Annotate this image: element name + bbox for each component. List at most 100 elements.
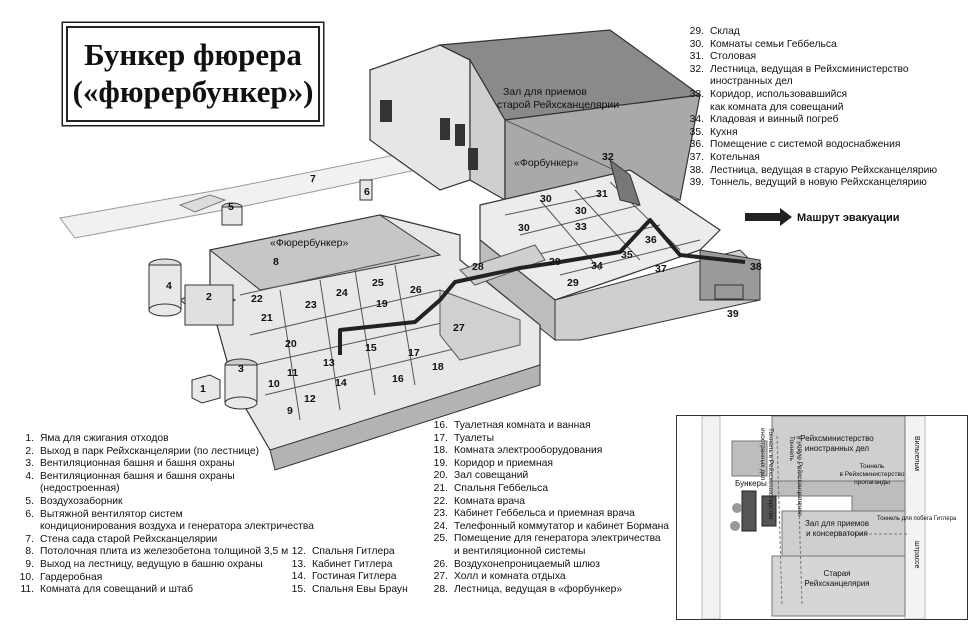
map-bunkers: Бункеры <box>735 479 767 488</box>
legend-number: 24. <box>433 520 448 532</box>
legend-item: 30.Комнаты семьи Геббельса <box>680 39 937 52</box>
room-number: 36 <box>645 234 657 246</box>
room-number: 7 <box>310 173 316 185</box>
legend-text: Кабинет Геббельса и приемная врача <box>454 508 635 520</box>
legend-number: 39. <box>689 177 704 189</box>
legend-text: Лестница, ведущая в старую Рейхсканцеляр… <box>710 164 938 176</box>
title-line2: («фюрербункер») <box>72 74 314 109</box>
room-number: 21 <box>261 312 273 324</box>
legend-number: 15. <box>291 583 306 595</box>
room-number: 10 <box>268 378 280 390</box>
legend-number: 16. <box>433 420 448 431</box>
evacuation-label: Машрут эвакуации <box>797 212 900 224</box>
room-number: 33 <box>575 221 587 233</box>
legend-item: 20.Зал совещаний <box>424 470 669 483</box>
map-tunnel-prop-1: Тоннель <box>860 463 885 470</box>
legend-item: 37. Котельная <box>680 152 937 165</box>
legend-number: 38. <box>689 164 704 176</box>
map-tunnel-hitler: Тоннель для побега Гитлера <box>877 516 957 522</box>
room-number: 1 <box>200 383 206 395</box>
legend-text: Помещение с системой водоснабжения <box>710 139 901 151</box>
room-number: 15 <box>365 342 377 354</box>
legend-number: 12. <box>291 546 306 557</box>
legend-text: Стена сада старой Рейхсканцелярии <box>40 533 218 545</box>
legend-text: Коридор и приемная <box>454 457 553 469</box>
legend-number: 14. <box>291 571 306 583</box>
map-tunnel-prop-3: пропаганды <box>854 479 890 486</box>
legend-text: Потолочная плита из железобетона толщино… <box>40 546 289 558</box>
legend-number: 4. <box>25 470 34 482</box>
fuhrerbunker-label: «Фюрербункер» <box>270 237 348 249</box>
legend-item: 24.Телефонный коммутатор и кабинет Борма… <box>424 521 669 534</box>
tunnel-39 <box>714 284 744 300</box>
legend-item: 29.Склад <box>680 26 937 39</box>
site-map: Рейхсминистерство иностранных дел Тоннел… <box>676 415 968 620</box>
legend-text: Котельная <box>710 151 760 163</box>
vorbunker-label: «Форбункер» <box>514 157 579 169</box>
map-tunnel-prop-2: в Рейхсминистерство <box>840 470 905 478</box>
legend-item: 12.Спальня Гитлера <box>282 546 408 559</box>
legend-item: 34.Кладовая и винный погреб <box>680 114 937 127</box>
legend-number: 7. <box>25 533 34 545</box>
legend-number: 8. <box>25 546 34 558</box>
legend-number: 21. <box>433 482 448 494</box>
title-box: Бункер фюрера («фюрербункер») <box>66 26 320 122</box>
map-ministry-2: иностранных дел <box>805 444 870 453</box>
legend-number: 9. <box>25 558 34 570</box>
legend-item: 10.Гардеробная <box>10 572 314 585</box>
room-number: 30 <box>518 222 530 234</box>
tower-3 <box>224 358 258 410</box>
map-street-1: Вильгельм <box>913 436 920 471</box>
room-number: 26 <box>410 284 422 296</box>
room-number: 23 <box>305 299 317 311</box>
legend-text: Лестница, ведущая в «форбункер» <box>454 583 623 595</box>
vorbunker <box>479 158 761 342</box>
legend-item: 31.Столовая <box>680 51 937 64</box>
legend-text: Кладовая и винный погреб <box>710 114 839 126</box>
legend-item: 14. Гостиная Гитлера <box>282 571 408 584</box>
room-number: 2 <box>206 291 212 303</box>
room-number: 5 <box>228 201 234 213</box>
legend-text-continued: иностранных дел <box>710 76 793 88</box>
legend-item: 19.Коридор и приемная <box>424 458 669 471</box>
legend-number: 30. <box>689 38 704 50</box>
room-number: 13 <box>323 357 335 369</box>
legend-number: 37. <box>689 151 704 163</box>
evacuation-route <box>338 218 746 355</box>
legend-text: Туалетная комната и ванная <box>454 420 591 431</box>
legend-text: Спальня Геббельса <box>454 482 549 494</box>
legend-text-continued: как комната для совещаний <box>710 101 844 113</box>
garden-wall <box>178 194 227 213</box>
tower-4 <box>148 258 182 317</box>
map-tunnel-new-1: Тоннель <box>788 436 795 461</box>
legend-item: 15.Спальня Евы Браун <box>282 584 408 597</box>
legend-item: 39.Тоннель, ведущий в новую Рейхсканцеля… <box>680 177 937 190</box>
legend-number: 22. <box>433 495 448 507</box>
legend-item: 32.Лестница, ведущая в Рейхсминистерство <box>680 64 937 77</box>
map-street-2: штрассе <box>913 541 920 569</box>
legend-item: 18.Комната электрооборудования <box>424 445 669 458</box>
legend-number: 10. <box>19 571 34 583</box>
room-number: 38 <box>750 261 762 273</box>
room-number: 8 <box>273 256 279 268</box>
legend-item: 13.Кабинет Гитлера <box>282 559 408 572</box>
legend-number: 27. <box>433 571 448 583</box>
legend-text: Коридор, использовавшийся <box>710 88 848 100</box>
legend-number: 36. <box>689 139 704 151</box>
legend-item: 26.Воздухонепроницаемый шлюз <box>424 559 669 572</box>
legend-text: Воздухозаборник <box>40 495 123 507</box>
map-tunnel-ministry-1: Тоннель в Рейхсминистерство <box>767 428 775 520</box>
legend-number: 31. <box>689 51 704 63</box>
legend-item: 16. Туалетная комната и ванная <box>424 420 669 433</box>
legend-text: Вентиляционная башня и башня охраны <box>40 458 235 470</box>
legend-item: 36. Помещение с системой водоснабжения <box>680 139 937 152</box>
legend-number: 3. <box>25 458 34 470</box>
legend-item: 5.Воздухозаборник <box>10 496 314 509</box>
room-number: 28 <box>472 261 484 273</box>
legend-text: Гостиная Гитлера <box>312 571 397 583</box>
legend-text: Вентиляционная башня и башня охраны <box>40 470 235 482</box>
legend-text: Комната врача <box>454 495 525 507</box>
room-number: 6 <box>364 186 370 198</box>
